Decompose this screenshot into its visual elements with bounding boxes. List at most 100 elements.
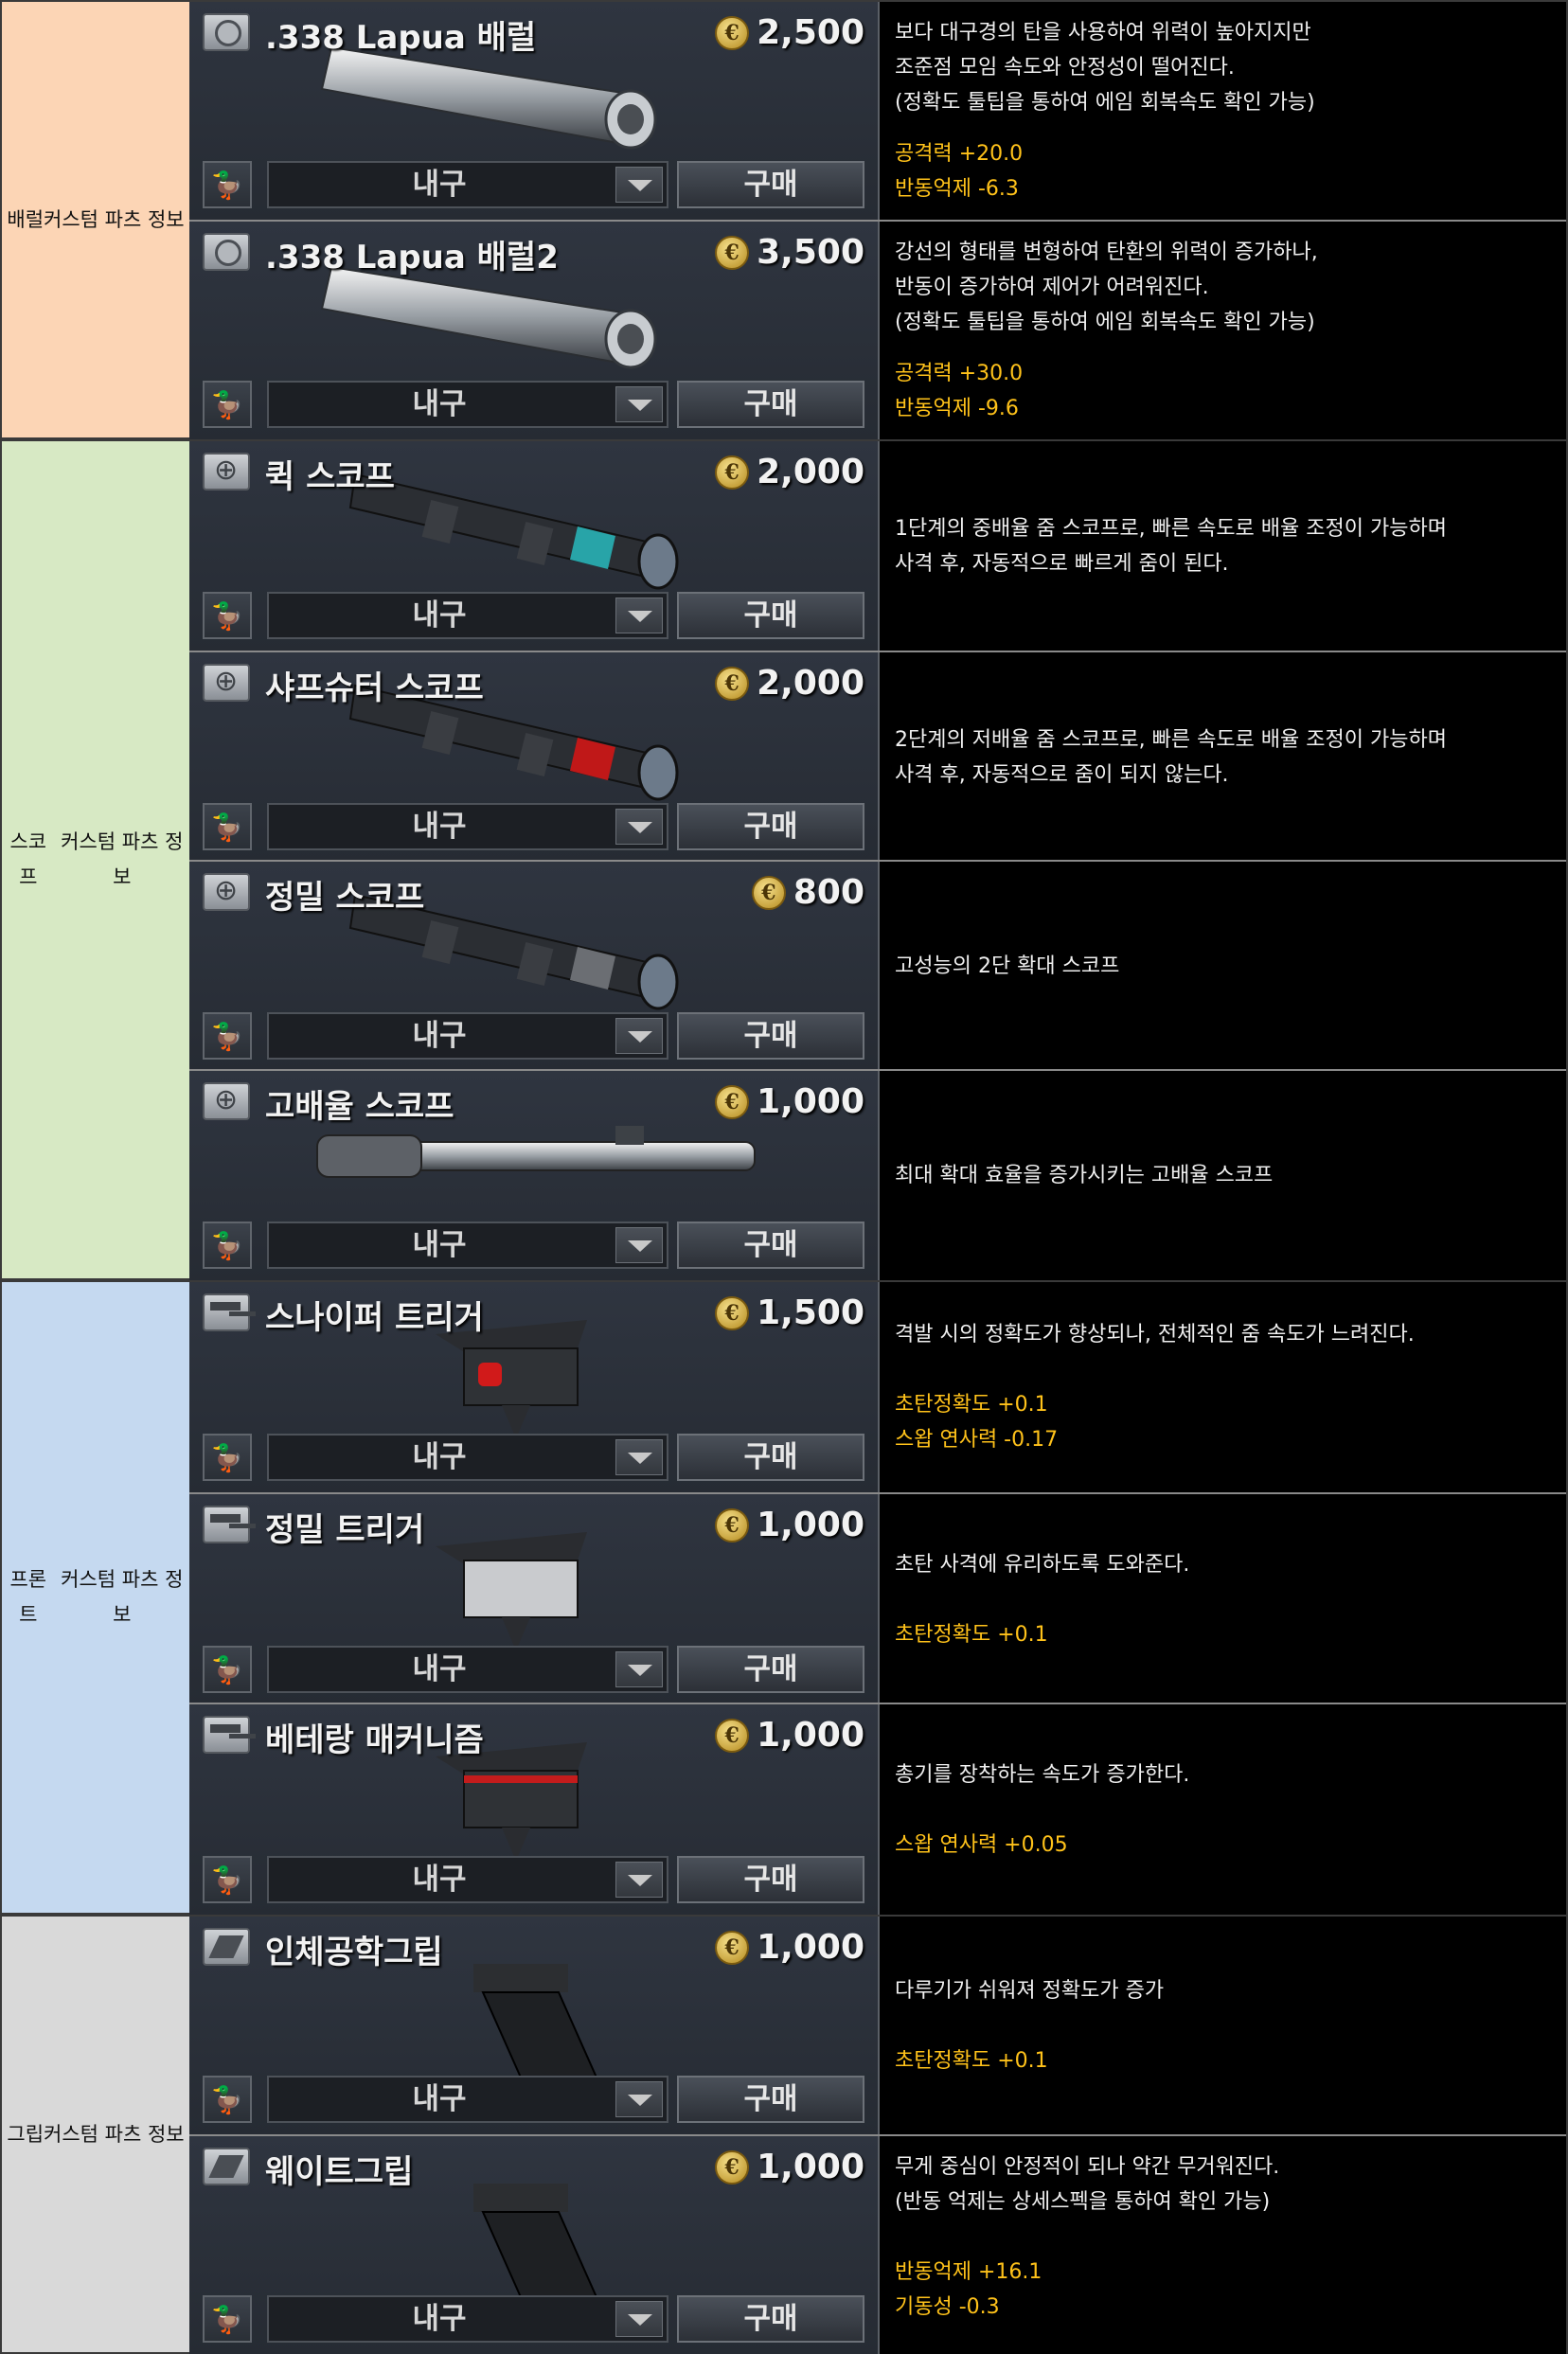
durability-label: 내구 — [412, 168, 467, 202]
buy-button[interactable]: 구매 — [677, 1434, 864, 1481]
buy-button[interactable]: 구매 — [677, 2076, 864, 2123]
stat-line: 공격력 +20.0 — [895, 142, 1024, 166]
buy-button[interactable]: 구매 — [677, 1646, 864, 1693]
chevron-down-icon[interactable] — [615, 809, 663, 845]
durability-dropdown[interactable]: 내구 — [267, 803, 668, 850]
spacer — [895, 120, 1551, 136]
part-description: 강선의 형태를 변형하여 탄환의 위력이 증가하나, 반동이 증가하여 제어가 어… — [880, 222, 1566, 439]
durability-dropdown[interactable]: 내구 — [267, 2295, 668, 2343]
durability-label: 내구 — [412, 598, 467, 633]
duck-icon[interactable]: 🦆 — [203, 803, 252, 850]
buy-button[interactable]: 구매 — [677, 2295, 864, 2343]
part-name: 인체공학그립 — [265, 1934, 443, 1971]
description-line: 다루기가 쉬워져 정확도가 증가 — [895, 1978, 1165, 2003]
duck-icon[interactable]: 🦆 — [203, 381, 252, 428]
duck-icon[interactable]: 🦆 — [203, 1856, 252, 1903]
description-line: 사격 후, 자동적으로 빠르게 줌이 된다. — [895, 551, 1229, 576]
scope-icon — [203, 873, 250, 911]
durability-dropdown[interactable]: 내구 — [267, 1434, 668, 1481]
buy-button[interactable]: 구매 — [677, 592, 864, 639]
duck-icon[interactable]: 🦆 — [203, 2295, 252, 2343]
durability-label: 내구 — [412, 1019, 467, 1053]
price-value: 2,000 — [757, 453, 864, 491]
part-name: 정밀 트리거 — [265, 1511, 425, 1549]
stat-line: 반동억제 -6.3 — [895, 177, 1019, 201]
chevron-down-icon[interactable] — [615, 1862, 663, 1898]
price-value: 3,500 — [757, 233, 864, 272]
duck-icon[interactable]: 🦆 — [203, 1222, 252, 1269]
description-line: 총기를 장착하는 속도가 증가한다. — [895, 1762, 1190, 1787]
spacer — [895, 1792, 1551, 1828]
durability-dropdown[interactable]: 내구 — [267, 1012, 668, 1060]
duck-icon[interactable]: 🦆 — [203, 2076, 252, 2123]
buy-button[interactable]: 구매 — [677, 161, 864, 208]
spacer — [895, 2008, 1551, 2043]
grip-icon — [203, 1928, 250, 1966]
chevron-down-icon[interactable] — [615, 1018, 663, 1054]
chevron-down-icon[interactable] — [615, 1439, 663, 1475]
chevron-down-icon[interactable] — [615, 386, 663, 422]
duck-icon[interactable]: 🦆 — [203, 1012, 252, 1060]
duck-icon[interactable]: 🦆 — [203, 1646, 252, 1693]
chevron-down-icon[interactable] — [615, 167, 663, 203]
chevron-down-icon[interactable] — [615, 597, 663, 633]
description-line: 강선의 형태를 변형하여 탄환의 위력이 증가하나, — [895, 241, 1318, 264]
durability-dropdown[interactable]: 내구 — [267, 381, 668, 428]
description-line: 격발 시의 정확도가 향상되나, 전체적인 줌 속도가 느려진다. — [895, 1323, 1415, 1346]
chevron-down-icon[interactable] — [615, 1227, 663, 1263]
buy-button[interactable]: 구매 — [677, 1856, 864, 1903]
durability-dropdown[interactable]: 내구 — [267, 592, 668, 639]
duck-icon[interactable]: 🦆 — [203, 161, 252, 208]
category-subtitle: 커스텀 파츠 정보 — [61, 830, 184, 888]
durability-dropdown[interactable]: 내구 — [267, 1646, 668, 1693]
trigger-icon — [203, 1716, 250, 1754]
coin-icon: € — [715, 235, 750, 270]
buy-button[interactable]: 구매 — [677, 381, 864, 428]
duck-icon[interactable]: 🦆 — [203, 1434, 252, 1481]
price-tag: €1,000 — [715, 1928, 864, 1967]
buy-button[interactable]: 구매 — [677, 803, 864, 850]
coin-icon: € — [715, 1295, 750, 1330]
part-name: 고배율 스코프 — [265, 1088, 454, 1126]
grip-icon — [203, 2148, 250, 2185]
chevron-down-icon[interactable] — [615, 2081, 663, 2117]
chevron-down-icon[interactable] — [615, 2301, 663, 2337]
category-name: 배럴 — [7, 207, 45, 231]
trigger-icon — [203, 1293, 250, 1331]
durability-dropdown[interactable]: 내구 — [267, 161, 668, 208]
durability-dropdown[interactable]: 내구 — [267, 2076, 668, 2123]
price-value: 2,500 — [757, 13, 864, 52]
part-name: .338 Lapua 배럴2 — [265, 239, 559, 276]
part-description: 고성능의 2단 확대 스코프 — [880, 862, 1566, 1071]
action-bar: 🦆 내구 구매 — [203, 803, 864, 850]
durability-dropdown[interactable]: 내구 — [267, 1856, 668, 1903]
description-line: 최대 확대 효율을 증가시키는 고배율 스코프 — [895, 1164, 1274, 1187]
durability-label: 내구 — [412, 810, 467, 844]
buy-button[interactable]: 구매 — [677, 1222, 864, 1269]
buy-button[interactable]: 구매 — [677, 1012, 864, 1060]
part-name: 베테랑 매커니즘 — [265, 1721, 484, 1759]
chevron-down-icon[interactable] — [615, 1651, 663, 1687]
trigger-icon — [203, 1506, 250, 1543]
durability-dropdown[interactable]: 내구 — [267, 1222, 668, 1269]
duck-icon[interactable]: 🦆 — [203, 592, 252, 639]
action-bar: 🦆 내구 구매 — [203, 1012, 864, 1060]
stat-line: 반동억제 +16.1 — [895, 2260, 1042, 2284]
price-value: 1,000 — [757, 1716, 864, 1755]
description-line: 반동이 증가하여 제어가 어려워진다. — [895, 276, 1209, 299]
coin-icon: € — [715, 455, 750, 490]
